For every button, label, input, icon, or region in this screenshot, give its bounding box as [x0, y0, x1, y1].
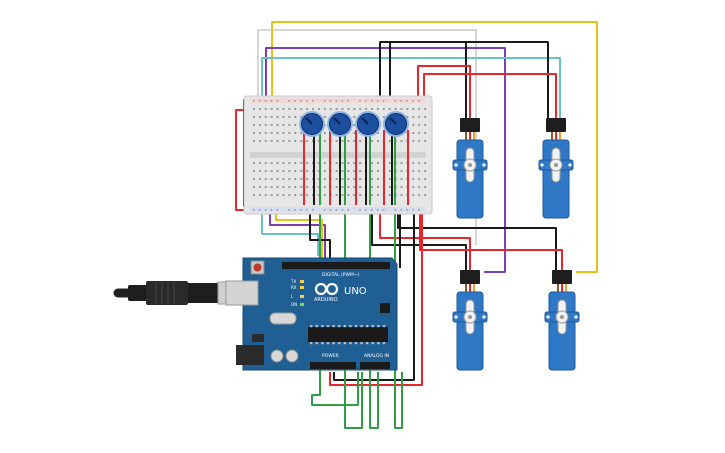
tx-label: TX: [290, 279, 296, 284]
icsp-header: [380, 303, 390, 313]
reset-button-cap: [253, 263, 262, 272]
potentiometer-1[interactable]: [299, 111, 325, 137]
breadboard-center-channel: [250, 152, 426, 158]
wire-red-top-2: [423, 73, 557, 118]
l-led-label: L: [291, 294, 294, 299]
wire-red-top-1: [417, 65, 471, 118]
wire-red-bottom: [329, 205, 423, 386]
digital-header-label: DIGITAL (PWM~): [322, 272, 360, 278]
on-led-label: ON: [291, 302, 297, 307]
wire-purple: [265, 47, 506, 273]
potentiometer-2[interactable]: [327, 111, 353, 137]
breadboard-power-rail-bottom: [250, 207, 426, 212]
crystal-oscillator: [269, 312, 297, 325]
arduino-uno-board: DIGITAL (PWM~) POWER ANALOG IN ARDUINO U…: [225, 257, 398, 371]
voltage-regulator: [252, 334, 264, 342]
power-header-label: POWER: [322, 353, 339, 359]
on-led: [300, 303, 304, 306]
usb-b-port: [225, 280, 259, 306]
wire-red-low-1: [379, 205, 471, 270]
analog-header: [360, 362, 390, 369]
capacitor-1: [270, 349, 284, 363]
wire-red-low-2: [419, 205, 563, 270]
capacitor-2: [285, 349, 299, 363]
breadboard-power-rail-top: [250, 98, 426, 103]
l-led: [300, 295, 304, 298]
rx-label: RX: [291, 285, 297, 290]
arduino-brand-text: ARDUINO: [314, 297, 338, 303]
potentiometer-3[interactable]: [355, 111, 381, 137]
wire-black-top-2: [389, 41, 549, 118]
wire-black-bottom: [333, 205, 415, 381]
servo-motor-4[interactable]: [544, 270, 580, 371]
tx-led: [300, 280, 304, 283]
wire-purple-2: [269, 205, 326, 258]
digital-header: [282, 262, 390, 269]
wire-gray-top: [257, 29, 477, 245]
servo-motor-1[interactable]: [452, 118, 488, 219]
arduino-model-text: UNO: [344, 286, 367, 297]
servo-motor-2[interactable]: [538, 118, 574, 219]
arduino-infinity-logo: [314, 282, 339, 296]
potentiometer-4[interactable]: [383, 111, 409, 137]
wire-cyan: [261, 57, 561, 118]
wire-cyan-2: [261, 205, 319, 256]
breadboard-jumpers: [303, 130, 409, 205]
servo-motor-3[interactable]: [452, 270, 488, 371]
atmega-chip: [308, 327, 388, 342]
dc-power-jack: [236, 345, 264, 365]
rx-led: [300, 286, 304, 289]
analog-header-label: ANALOG IN: [364, 353, 389, 359]
power-header: [310, 362, 356, 369]
